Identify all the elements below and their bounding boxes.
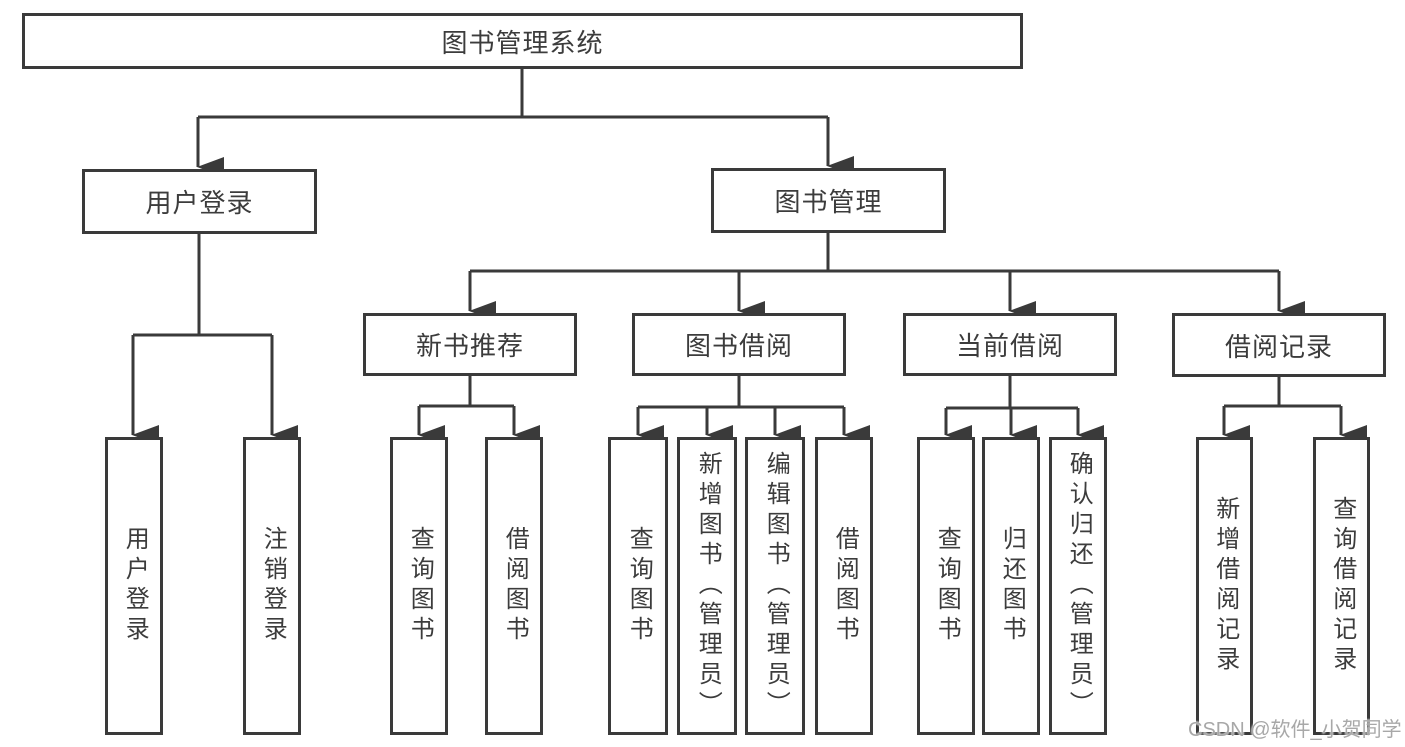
node-br-add-record: 新增借阅记录 (1196, 437, 1253, 735)
node-borrow-records: 借阅记录 (1172, 313, 1386, 377)
node-cb-confirm-return-admin: 确认归还（管理员） (1049, 437, 1107, 735)
watermark: CSDN @软件_小贺同学 (1188, 719, 1402, 741)
node-root-system: 图书管理系统 (22, 13, 1023, 69)
node-user-login: 用户登录 (82, 169, 317, 234)
node-logout-action: 注销登录 (243, 437, 301, 735)
node-bb-add-books-admin: 新增图书（管理员） (677, 437, 737, 735)
node-nbr-borrow-books: 借阅图书 (485, 437, 543, 735)
node-cb-return-books: 归还图书 (982, 437, 1040, 735)
node-bb-edit-books-admin: 编辑图书（管理员） (745, 437, 805, 735)
node-book-management: 图书管理 (711, 168, 946, 233)
node-bb-borrow-books: 借阅图书 (815, 437, 873, 735)
node-new-book-recommend: 新书推荐 (363, 313, 577, 376)
node-bb-query-books: 查询图书 (608, 437, 668, 735)
node-user-login-action: 用户登录 (105, 437, 163, 735)
node-book-borrowing: 图书借阅 (632, 313, 846, 376)
node-cb-query-books: 查询图书 (917, 437, 975, 735)
node-br-query-record: 查询借阅记录 (1313, 437, 1370, 735)
node-current-borrowing: 当前借阅 (903, 313, 1117, 376)
node-nbr-query-books: 查询图书 (390, 437, 448, 735)
